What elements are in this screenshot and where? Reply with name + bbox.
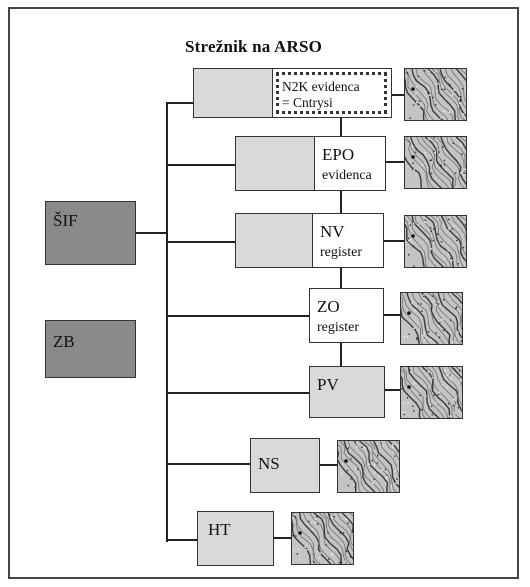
map-thumbnail-zo — [400, 292, 463, 345]
ht-label: HT — [208, 520, 231, 539]
zo-label-line1: ZO — [317, 297, 340, 316]
pv-label: PV — [317, 375, 339, 394]
sif-label: ŠIF — [53, 211, 78, 230]
map-texture-icon — [405, 69, 466, 120]
connector-sif-trunk — [135, 232, 167, 234]
map-texture-icon — [405, 137, 466, 188]
connector-to-ht — [166, 539, 198, 541]
nv-label-line1: NV — [320, 222, 345, 241]
nv-register-box: NV register — [312, 213, 384, 268]
nv-label-line2: register — [320, 245, 362, 260]
connector-to-ns — [166, 463, 251, 465]
n2k-label-line2: = Cntrysi — [282, 95, 333, 110]
connector-epo-thumb — [386, 161, 404, 163]
sif-box: ŠIF — [45, 201, 136, 265]
ht-box: HT — [197, 511, 274, 566]
map-thumbnail-nv — [404, 215, 467, 268]
n2k-evidenca-dotted-frame: N2K evidenca = Cntrysi — [276, 72, 387, 114]
connector-to-n2k — [166, 102, 194, 104]
epo-label-line2: evidenca — [322, 168, 372, 183]
epo-shaded-block — [235, 136, 315, 191]
map-thumbnail-ht — [291, 512, 354, 565]
connector-to-epo — [166, 164, 236, 166]
map-thumbnail-ns — [337, 440, 400, 493]
map-texture-icon — [401, 293, 462, 344]
connector-to-zo — [166, 315, 310, 317]
map-thumbnail-pv — [400, 366, 463, 419]
zb-label: ZB — [53, 332, 75, 351]
map-texture-icon — [292, 513, 353, 564]
map-texture-icon — [401, 367, 462, 418]
connector-zo-thumb — [383, 314, 400, 316]
map-texture-icon — [338, 441, 399, 492]
epo-label-line1: EPO — [322, 145, 355, 164]
n2k-label-line1: N2K evidenca — [282, 79, 360, 94]
zo-register-box: ZO register — [309, 288, 384, 343]
pv-box: PV — [309, 366, 385, 418]
connector-to-nv — [166, 241, 236, 243]
map-thumbnail-n2k — [404, 68, 467, 121]
ns-label: NS — [258, 454, 280, 473]
zb-box: ZB — [45, 320, 136, 378]
connector-to-pv — [166, 392, 310, 394]
map-thumbnail-epo — [404, 136, 467, 189]
connector-ns-thumb — [319, 464, 337, 466]
connector-trunk-vertical — [166, 102, 168, 542]
zo-label-line2: register — [317, 320, 359, 335]
connector-nv-thumb — [384, 240, 404, 242]
connector-ht-thumb — [273, 537, 291, 539]
ns-box: NS — [250, 438, 320, 493]
connector-pv-thumb — [384, 389, 400, 391]
diagram-title: Strežnik na ARSO — [185, 37, 323, 56]
map-texture-icon — [405, 216, 466, 267]
n2k-shaded-block — [193, 68, 273, 118]
nv-shaded-block — [235, 213, 313, 268]
connector-n2k-thumb — [390, 94, 404, 96]
epo-evidenca-box: EPO evidenca — [314, 136, 386, 191]
